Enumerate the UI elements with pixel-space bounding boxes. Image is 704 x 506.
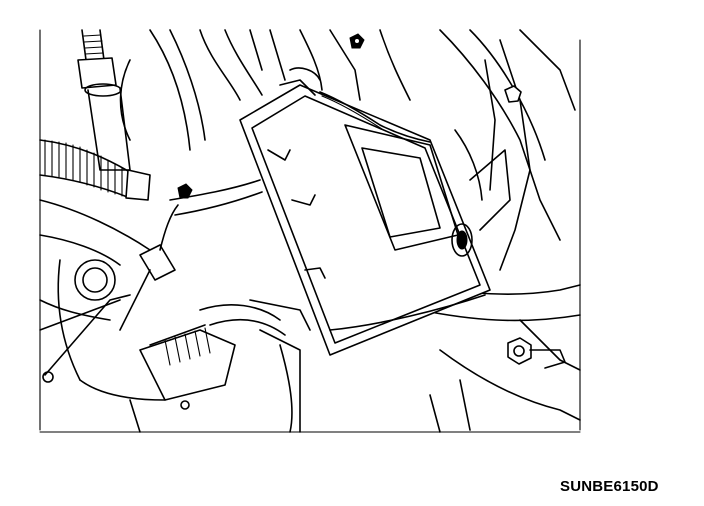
hex-bolt-icon xyxy=(507,337,566,369)
corrugated-hose xyxy=(39,139,151,201)
frame-edges xyxy=(39,29,581,433)
cable-boot xyxy=(119,179,263,331)
wiring-harness-top xyxy=(119,29,411,151)
side-nut-icon xyxy=(504,85,522,103)
harness-connector xyxy=(79,299,311,433)
bracket-left xyxy=(39,199,151,383)
top-nut-icon xyxy=(349,33,365,49)
threaded-rod xyxy=(77,29,131,171)
figure-code-label: SUNBE6150D xyxy=(560,478,659,495)
control-module xyxy=(239,67,491,356)
